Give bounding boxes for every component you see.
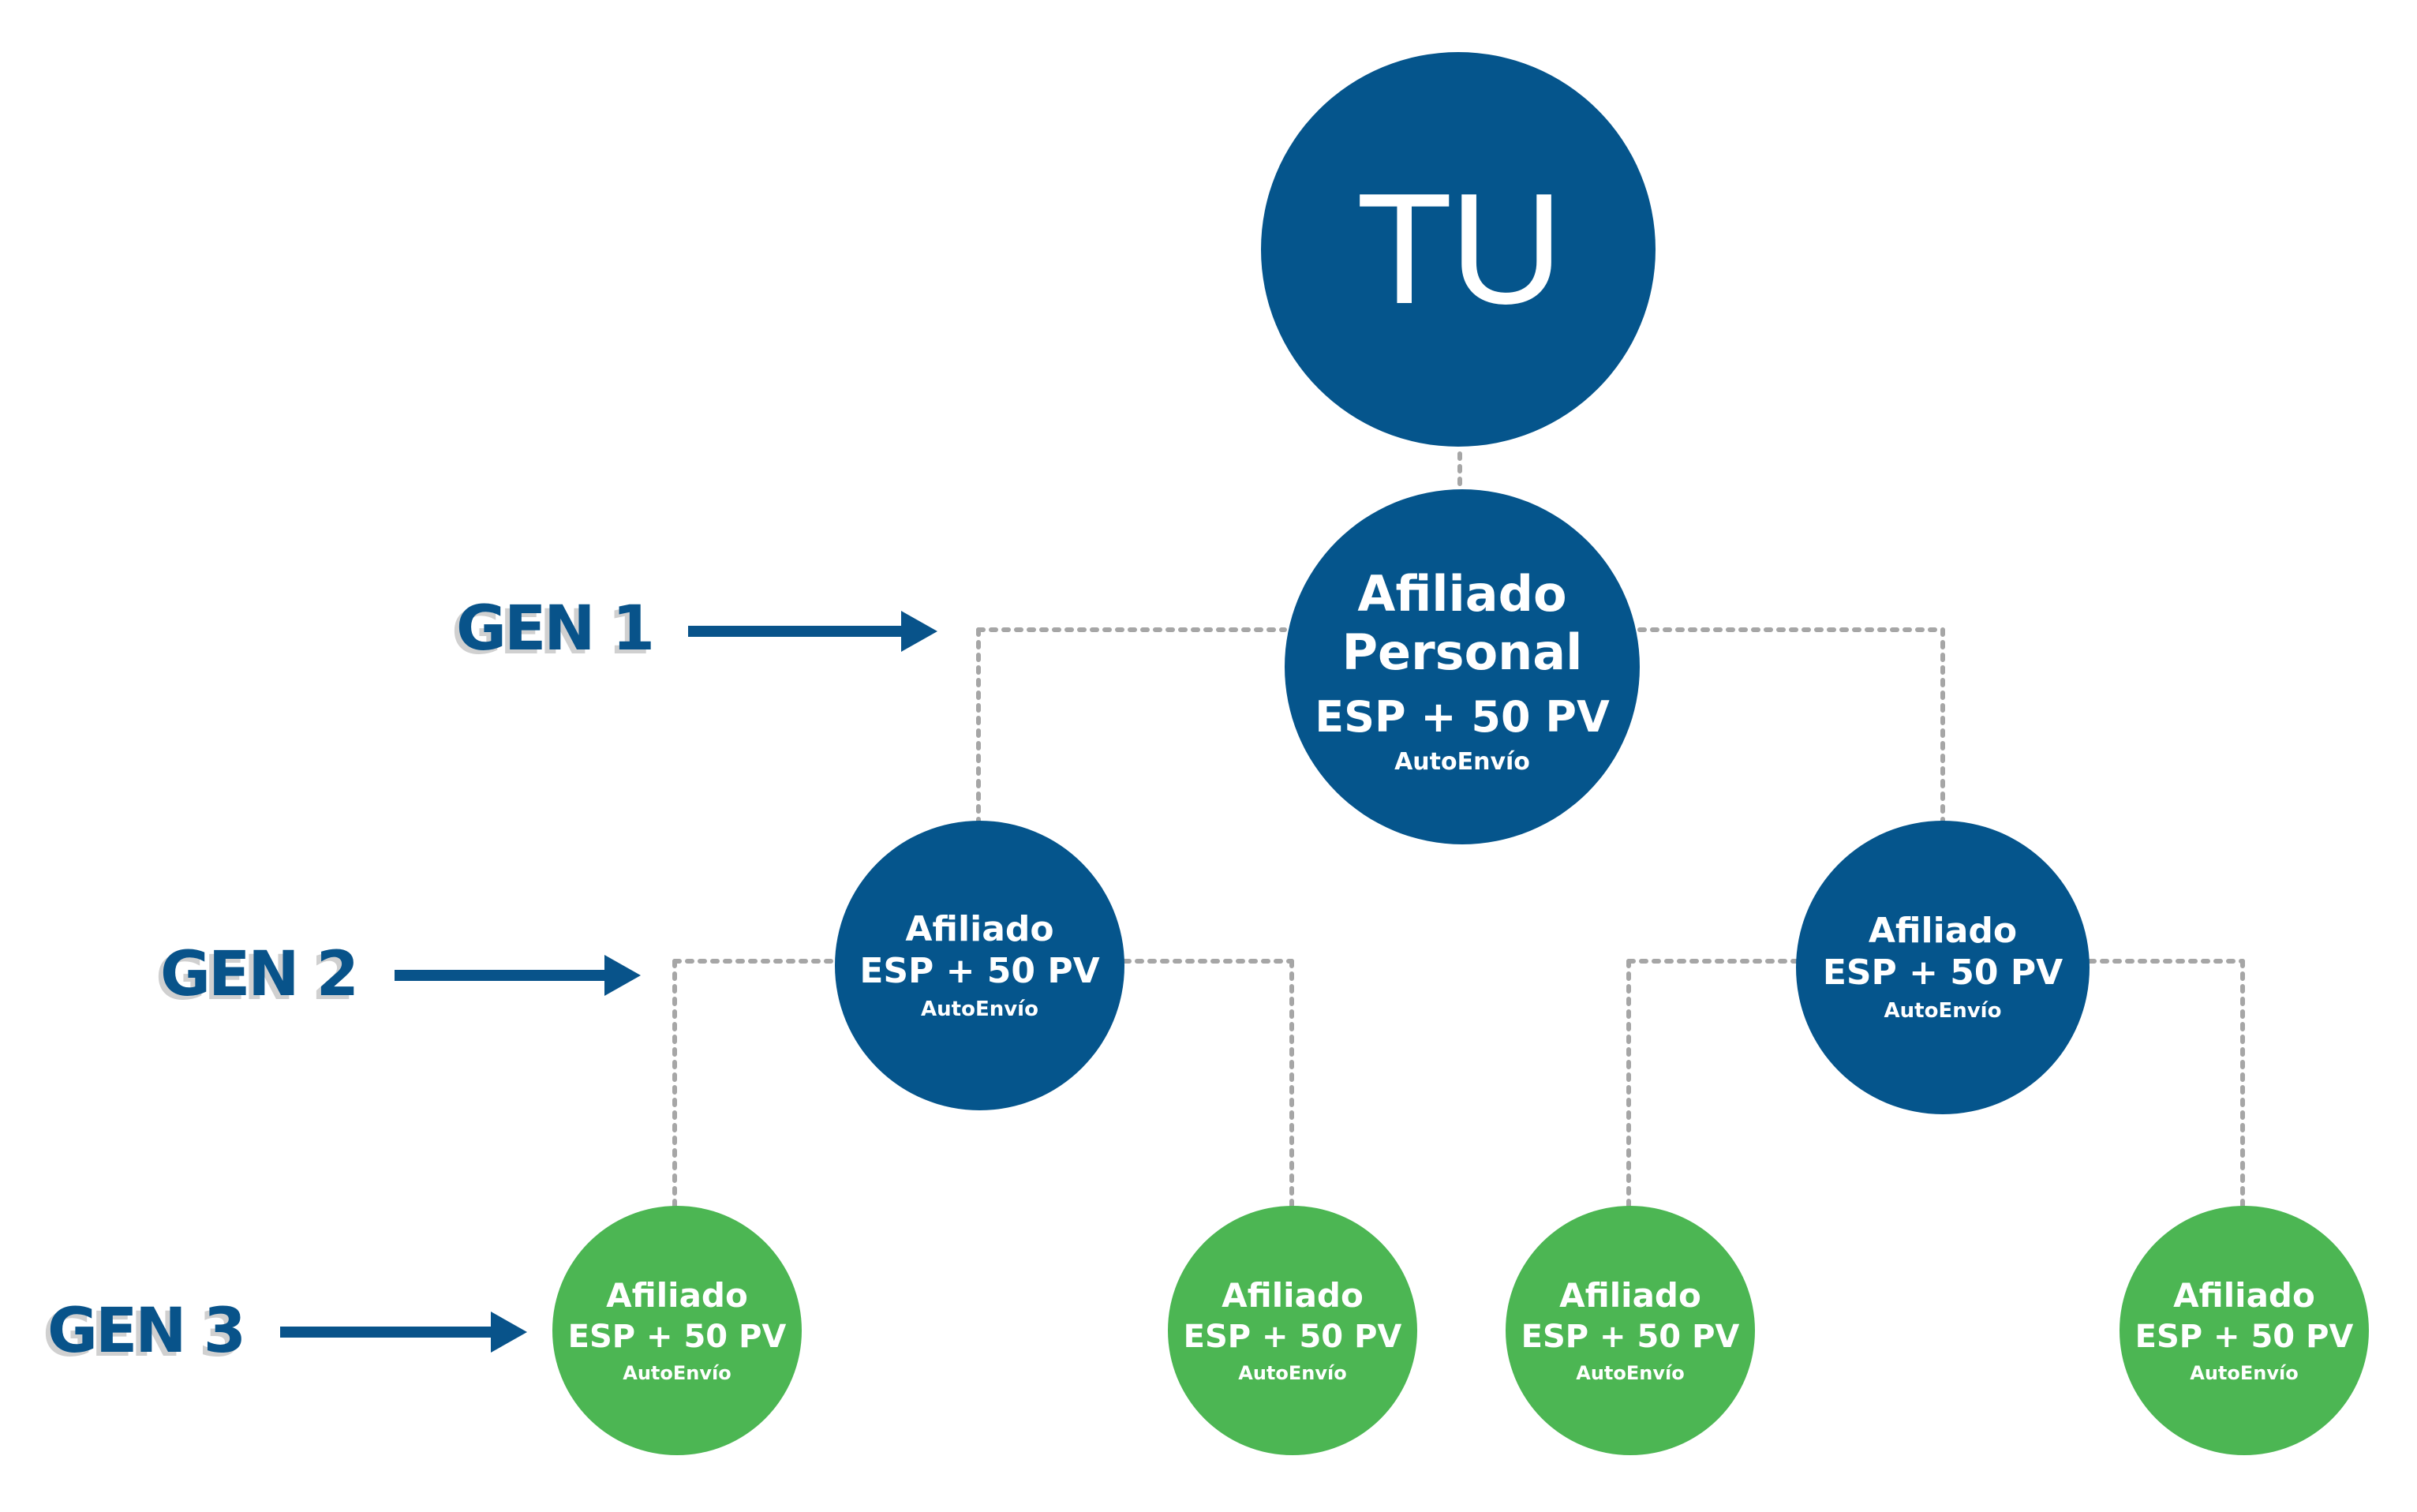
gen1-shipping: AutoEnvío <box>1394 748 1530 776</box>
gen3-arrow-head <box>491 1312 527 1353</box>
gen3-shipping: AutoEnvío <box>623 1362 731 1384</box>
root-label: TU <box>1356 161 1564 337</box>
gen2-shipping: AutoEnvío <box>921 997 1038 1021</box>
gen2-node-right: Afiliado ESP + 50 PV AutoEnvío <box>1796 821 2090 1114</box>
gen2-title: Afiliado <box>1868 911 2018 951</box>
gen3-node-3: Afiliado ESP + 50 PV AutoEnvío <box>1506 1206 1755 1455</box>
gen2-pv: ESP + 50 PV <box>1822 952 2063 993</box>
gen3-shipping: AutoEnvío <box>1576 1362 1685 1384</box>
gen1-node: Afiliado Personal ESP + 50 PV AutoEnvío <box>1285 489 1640 844</box>
gen3-pv: ESP + 50 PV <box>1521 1319 1740 1355</box>
gen2-title: Afiliado <box>905 908 1054 949</box>
gen3-title: Afiliado <box>1222 1276 1364 1315</box>
root-node: TU <box>1261 52 1656 447</box>
gen3-node-4: Afiliado ESP + 50 PV AutoEnvío <box>2120 1206 2369 1455</box>
gen2-arrow-head <box>604 955 641 996</box>
gen1-pv: ESP + 50 PV <box>1315 692 1610 742</box>
gen3-node-2: Afiliado ESP + 50 PV AutoEnvío <box>1168 1206 1417 1455</box>
gen3-title: Afiliado <box>606 1276 748 1315</box>
gen3-shipping: AutoEnvío <box>1238 1362 1347 1384</box>
gen3-label: GEN 3 <box>47 1296 246 1367</box>
gen3-shipping: AutoEnvío <box>2190 1362 2299 1384</box>
gen3-node-1: Afiliado ESP + 50 PV AutoEnvío <box>552 1206 802 1455</box>
gen3-pv: ESP + 50 PV <box>1183 1319 1402 1355</box>
gen2-node-left: Afiliado ESP + 50 PV AutoEnvío <box>835 821 1124 1110</box>
gen2-pv: ESP + 50 PV <box>859 950 1100 991</box>
gen2-shipping: AutoEnvío <box>1884 999 2002 1023</box>
gen3-title: Afiliado <box>1559 1276 1701 1315</box>
gen1-arrow-head <box>901 611 937 652</box>
gen3-title: Afiliado <box>2173 1276 2315 1315</box>
gen1-label: GEN 1 <box>456 593 655 664</box>
gen3-pv: ESP + 50 PV <box>2135 1319 2354 1355</box>
gen2-label: GEN 2 <box>160 939 359 1010</box>
gen1-title-line1: Afiliado <box>1357 565 1567 623</box>
gen3-pv: ESP + 50 PV <box>567 1319 787 1355</box>
gen1-title-line2: Personal <box>1341 623 1583 681</box>
